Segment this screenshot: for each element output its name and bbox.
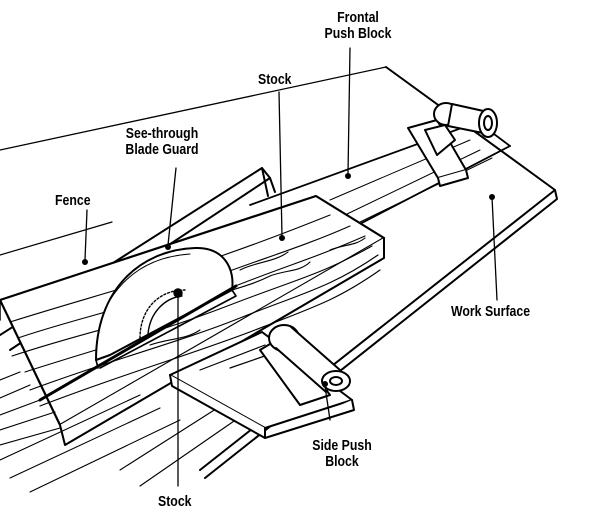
- leader-dots: [82, 173, 495, 387]
- label-side-push-block-line1: Side Push: [312, 437, 372, 454]
- label-fence: Fence: [55, 192, 91, 209]
- leader-lines: [84, 47, 498, 487]
- label-side-push-block-line2: Block: [325, 453, 359, 470]
- side-push-block: [169, 324, 355, 439]
- label-blade-guard: See-through Blade Guard: [119, 126, 204, 158]
- label-frontal-push-block: Frontal Push Block: [320, 10, 395, 42]
- label-frontal-push-block-line1: Frontal: [337, 9, 379, 26]
- frontal-push-block: [407, 102, 498, 187]
- label-side-push-block: Side Push Block: [308, 438, 377, 470]
- label-frontal-push-block-line2: Push Block: [324, 25, 392, 42]
- label-blade-guard-line1: See-through: [125, 125, 199, 142]
- label-stock-top: Stock: [258, 71, 292, 88]
- label-stock-bottom: Stock: [158, 493, 192, 510]
- label-work-surface: Work Surface: [451, 303, 531, 320]
- blade-guard: [95, 246, 237, 369]
- label-blade-guard-line2: Blade Guard: [125, 141, 199, 158]
